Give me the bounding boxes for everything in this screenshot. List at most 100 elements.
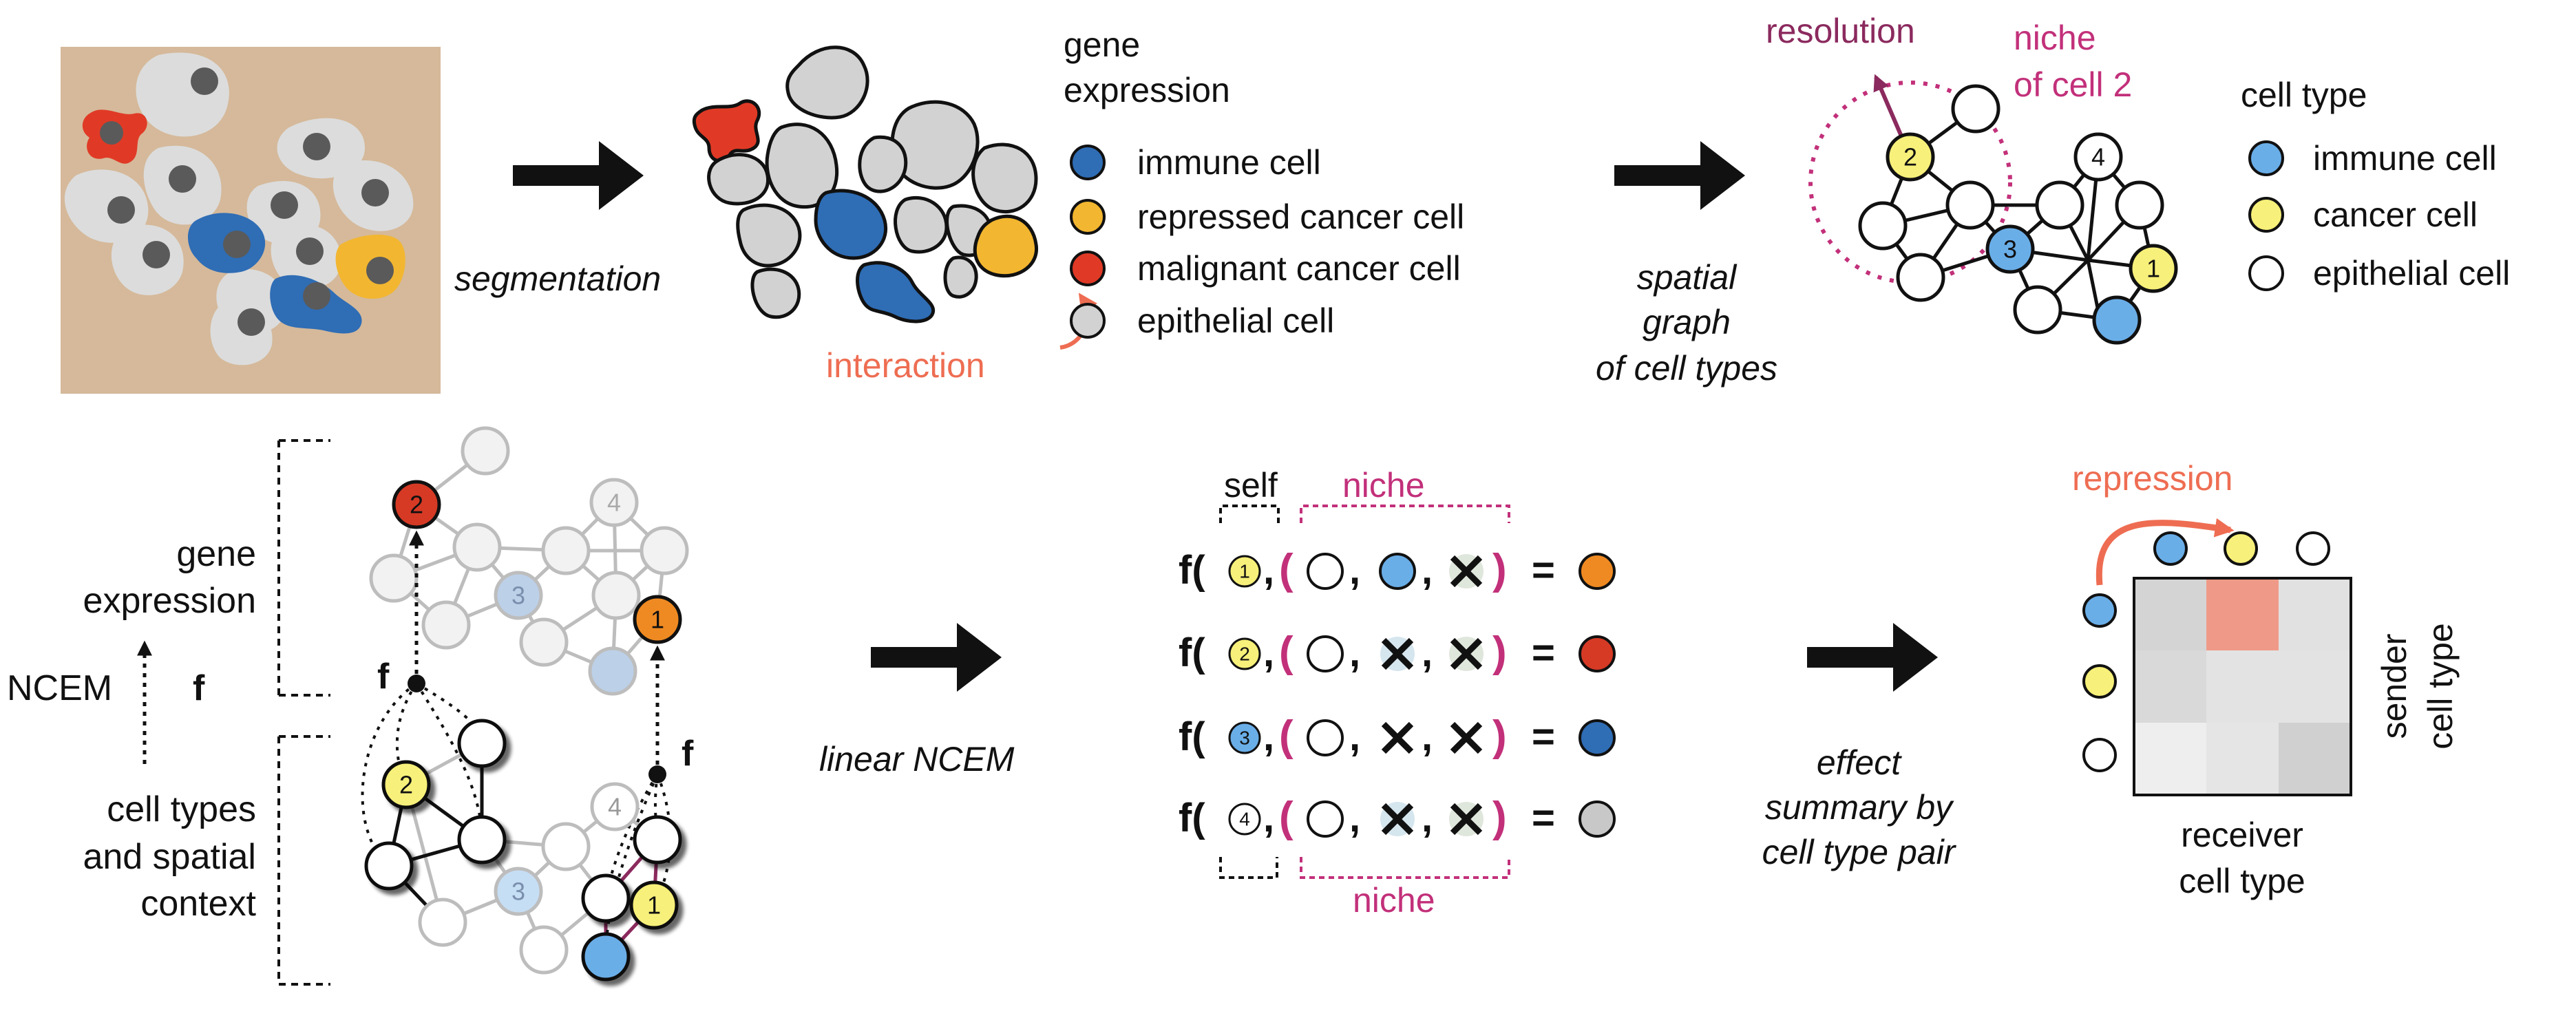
svg-text:3: 3 — [511, 878, 525, 906]
heatmap-cells — [2134, 578, 2351, 795]
equations: self niche niche f( 1 , ( , , ) = f( 2 — [1179, 466, 1616, 920]
effect-label-line1: effect — [1817, 743, 1902, 782]
resolution-label: resolution — [1766, 12, 1915, 50]
svg-text:=: = — [1532, 630, 1555, 675]
svg-text:,: , — [1263, 796, 1274, 840]
svg-text:(: ( — [1279, 628, 1294, 676]
heatmap-cell-1-1 — [2206, 650, 2279, 723]
svg-text:1: 1 — [1239, 561, 1250, 582]
heatmap-cell-0-1 — [2206, 578, 2279, 650]
expr-node-1 — [633, 595, 682, 644]
legend2-swatch-epithelial — [2248, 255, 2284, 291]
ctx-node-1 — [629, 880, 679, 930]
legend1-item-immune: immune cell — [1137, 143, 1321, 182]
repression-label: repression — [2072, 459, 2232, 498]
receiver-marker-immune — [2153, 531, 2188, 566]
segmented-cells — [692, 45, 1038, 323]
interaction-label: interaction — [826, 346, 985, 385]
legend2-title: cell type — [2241, 76, 2367, 114]
svg-text:): ) — [1492, 712, 1507, 760]
legend2-swatch-immune — [2248, 140, 2284, 176]
f-label-right: f — [682, 734, 694, 774]
effect-heatmap: repression receiver cell type sender cel… — [2072, 459, 2460, 900]
heatmap-frame — [2133, 577, 2352, 796]
equation-row-3: f( 3 , ( , , ) = — [1179, 712, 1616, 760]
svg-text:,: , — [1263, 714, 1274, 759]
heatmap-cell-1-2 — [2279, 650, 2351, 723]
sender-marker-epithelial — [2082, 738, 2117, 772]
svg-text:): ) — [1492, 546, 1507, 593]
expr-node-2 — [392, 480, 441, 529]
svg-text:4: 4 — [608, 793, 622, 821]
tissue-panel — [61, 47, 441, 394]
svg-text:(: ( — [1279, 546, 1294, 593]
ncem-label: NCEM — [7, 668, 112, 708]
repression-arrow — [2095, 518, 2235, 586]
cell-types-line3: context — [140, 884, 256, 924]
sender-label-line1: sender — [2375, 634, 2414, 739]
ctx-node-2 — [381, 760, 431, 809]
legend2-swatch-cancer — [2248, 197, 2284, 233]
svg-text:(: ( — [1279, 794, 1294, 841]
svg-text:,: , — [1422, 796, 1433, 840]
graph-label-line1: spatial — [1637, 258, 1738, 297]
legend1-swatch-immune — [1070, 145, 1106, 180]
svg-text:,: , — [1422, 630, 1433, 675]
svg-text:=: = — [1532, 796, 1555, 840]
svg-text:(: ( — [1279, 712, 1294, 760]
gene-expression-line1: gene — [176, 534, 256, 574]
graph-label-line3: of cell types — [1596, 349, 1777, 388]
receiver-label-line2: cell type — [2179, 862, 2305, 900]
niche-label-top: niche — [1342, 466, 1425, 505]
svg-text:,: , — [1422, 548, 1433, 593]
legend2-item-epithelial: epithelial cell — [2313, 254, 2510, 293]
svg-text:2: 2 — [399, 771, 413, 799]
segmentation-label: segmentation — [454, 259, 661, 298]
receiver-marker-cancer — [2224, 531, 2258, 566]
svg-text:4: 4 — [2091, 143, 2105, 171]
heatmap-cell-2-1 — [2206, 723, 2279, 795]
legend2-item-cancer: cancer cell — [2313, 195, 2478, 234]
sender-label-line2: cell type — [2421, 623, 2460, 749]
svg-text:): ) — [1492, 628, 1507, 676]
svg-text:,: , — [1349, 714, 1360, 759]
graph-node-4 — [2073, 132, 2123, 182]
svg-text:4: 4 — [607, 489, 621, 517]
spatial-graph-top: resolution niche of cell 2 — [1766, 12, 2178, 345]
svg-text:=: = — [1532, 714, 1555, 759]
legend1-swatch-repressed — [1070, 199, 1106, 235]
linear-ncem-label: linear NCEM — [819, 740, 1015, 778]
svg-text:f(: f( — [1179, 630, 1205, 675]
receiver-marker-epithelial — [2296, 531, 2330, 566]
svg-text:,: , — [1263, 630, 1274, 675]
heatmap-cell-1-0 — [2134, 650, 2206, 723]
ncem-f-label: f — [193, 668, 205, 708]
svg-text:4: 4 — [1239, 809, 1250, 830]
legend1-swatch-epithelial — [1070, 303, 1106, 339]
svg-text:,: , — [1349, 548, 1360, 593]
heatmap-cell-2-0 — [2134, 723, 2206, 795]
arrow-effect-summary — [1807, 623, 1938, 692]
legend1-item-repressed: repressed cancer cell — [1137, 198, 1464, 236]
cell-types-line2: and spatial — [83, 837, 256, 877]
receiver-label-line1: receiver — [2181, 816, 2303, 854]
svg-text:,: , — [1349, 796, 1360, 840]
f-label-left: f — [377, 657, 390, 697]
effect-label-line3: cell type pair — [1762, 833, 1957, 871]
legend1-title-line1: gene — [1064, 25, 1140, 64]
legend1-item-epithelial: epithelial cell — [1137, 301, 1334, 340]
svg-text:,: , — [1349, 630, 1360, 675]
svg-text:2: 2 — [1239, 644, 1250, 665]
svg-text:): ) — [1492, 794, 1507, 841]
svg-text:,: , — [1263, 548, 1274, 593]
legend1-item-malignant: malignant cancer cell — [1137, 249, 1461, 288]
legend1-title-line2: expression — [1064, 71, 1230, 109]
layer-brackets — [277, 439, 330, 986]
arrow-linear-ncem — [871, 623, 1002, 692]
niche-label-line2: of cell 2 — [2014, 65, 2132, 104]
graph-node-1 — [2129, 244, 2178, 293]
arrow-spatial-graph — [1614, 141, 1745, 210]
graph-label-line2: graph — [1643, 303, 1731, 341]
cell-types-line1: cell types — [107, 789, 256, 829]
